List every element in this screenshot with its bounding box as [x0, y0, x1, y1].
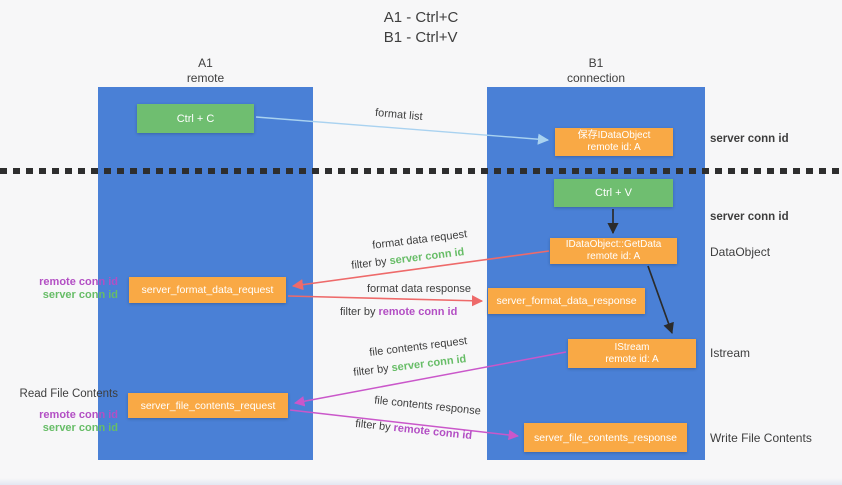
- title-line-2: B1 - Ctrl+V: [383, 29, 458, 46]
- node-istream-line1: IStream: [614, 341, 650, 353]
- istream-label: Istream: [710, 346, 751, 360]
- dataobject-label: DataObject: [710, 245, 771, 259]
- server-conn-id-text: server conn id: [388, 246, 465, 268]
- filter-by-text: filter by: [352, 362, 390, 379]
- server-conn-id-label: server conn id: [42, 422, 118, 434]
- column-b1-title: B1: [588, 56, 604, 70]
- write-file-contents-label: Write File Contents: [710, 431, 812, 445]
- server-conn-id-label: server conn id: [42, 289, 118, 301]
- left-conn-id-pair-format: remote conn id server conn id: [0, 276, 118, 302]
- filter-by-text: filter by: [350, 255, 388, 272]
- server-conn-id-label: server conn id: [710, 211, 789, 223]
- remote-conn-id-text: remote conn id: [378, 306, 458, 318]
- node-save-idataobject-line2: remote id: A: [587, 142, 641, 153]
- window-bottom-edge: [0, 478, 842, 485]
- remote-conn-id-label: remote conn id: [39, 409, 118, 421]
- node-ctrl-v: Ctrl + V: [554, 179, 673, 207]
- node-getdata-line1: IDataObject::GetData: [565, 239, 662, 250]
- column-header-a1: A1 remote: [98, 56, 313, 86]
- title-line-1: A1 - Ctrl+C: [383, 9, 459, 26]
- filter-by-text: filter by: [354, 417, 392, 434]
- server-conn-id-text: server conn id: [390, 353, 467, 375]
- node-getdata-line2: remote id: A: [586, 251, 641, 262]
- node-save-idataobject-line1: 保存IDataObject: [577, 130, 651, 141]
- read-file-contents-label: Read File Contents: [19, 388, 118, 400]
- label-format-list: format list: [374, 106, 424, 124]
- remote-conn-id-text: remote conn id: [392, 421, 473, 443]
- column-b1-subtitle: connection: [566, 71, 626, 85]
- left-conn-id-pair-file: remote conn id server conn id: [0, 409, 118, 435]
- diagram-title: A1 - Ctrl+C B1 - Ctrl+V: [0, 8, 842, 48]
- label-format-data-response: format data response: [367, 283, 471, 295]
- filter-by-text: filter by: [340, 306, 376, 318]
- column-header-b1: B1 connection: [487, 56, 705, 86]
- column-a1-subtitle: remote: [186, 71, 225, 85]
- node-server-file-contents-response: server_file_contents_response: [524, 423, 687, 452]
- column-a1-title: A1: [198, 56, 213, 70]
- remote-conn-id-label: remote conn id: [39, 276, 118, 288]
- label-file-contents-response: file contents response: [373, 394, 482, 418]
- node-istream: IStream remote id: A: [568, 339, 696, 368]
- node-istream-line2: remote id: A: [605, 353, 659, 365]
- node-server-format-data-response: server_format_data_response: [488, 288, 645, 314]
- node-save-idataobject: 保存IDataObject remote id: A: [555, 128, 673, 156]
- arrow-format-data-response: [287, 295, 484, 307]
- node-idataobject-getdata: IDataObject::GetData remote id: A: [550, 238, 677, 264]
- node-server-file-contents-request: server_file_contents_request: [128, 393, 288, 418]
- node-server-format-data-request: server_format_data_request: [129, 277, 286, 303]
- node-ctrl-c: Ctrl + C: [137, 104, 254, 133]
- server-conn-id-label: server conn id: [710, 133, 789, 145]
- dotted-separator: [0, 168, 842, 174]
